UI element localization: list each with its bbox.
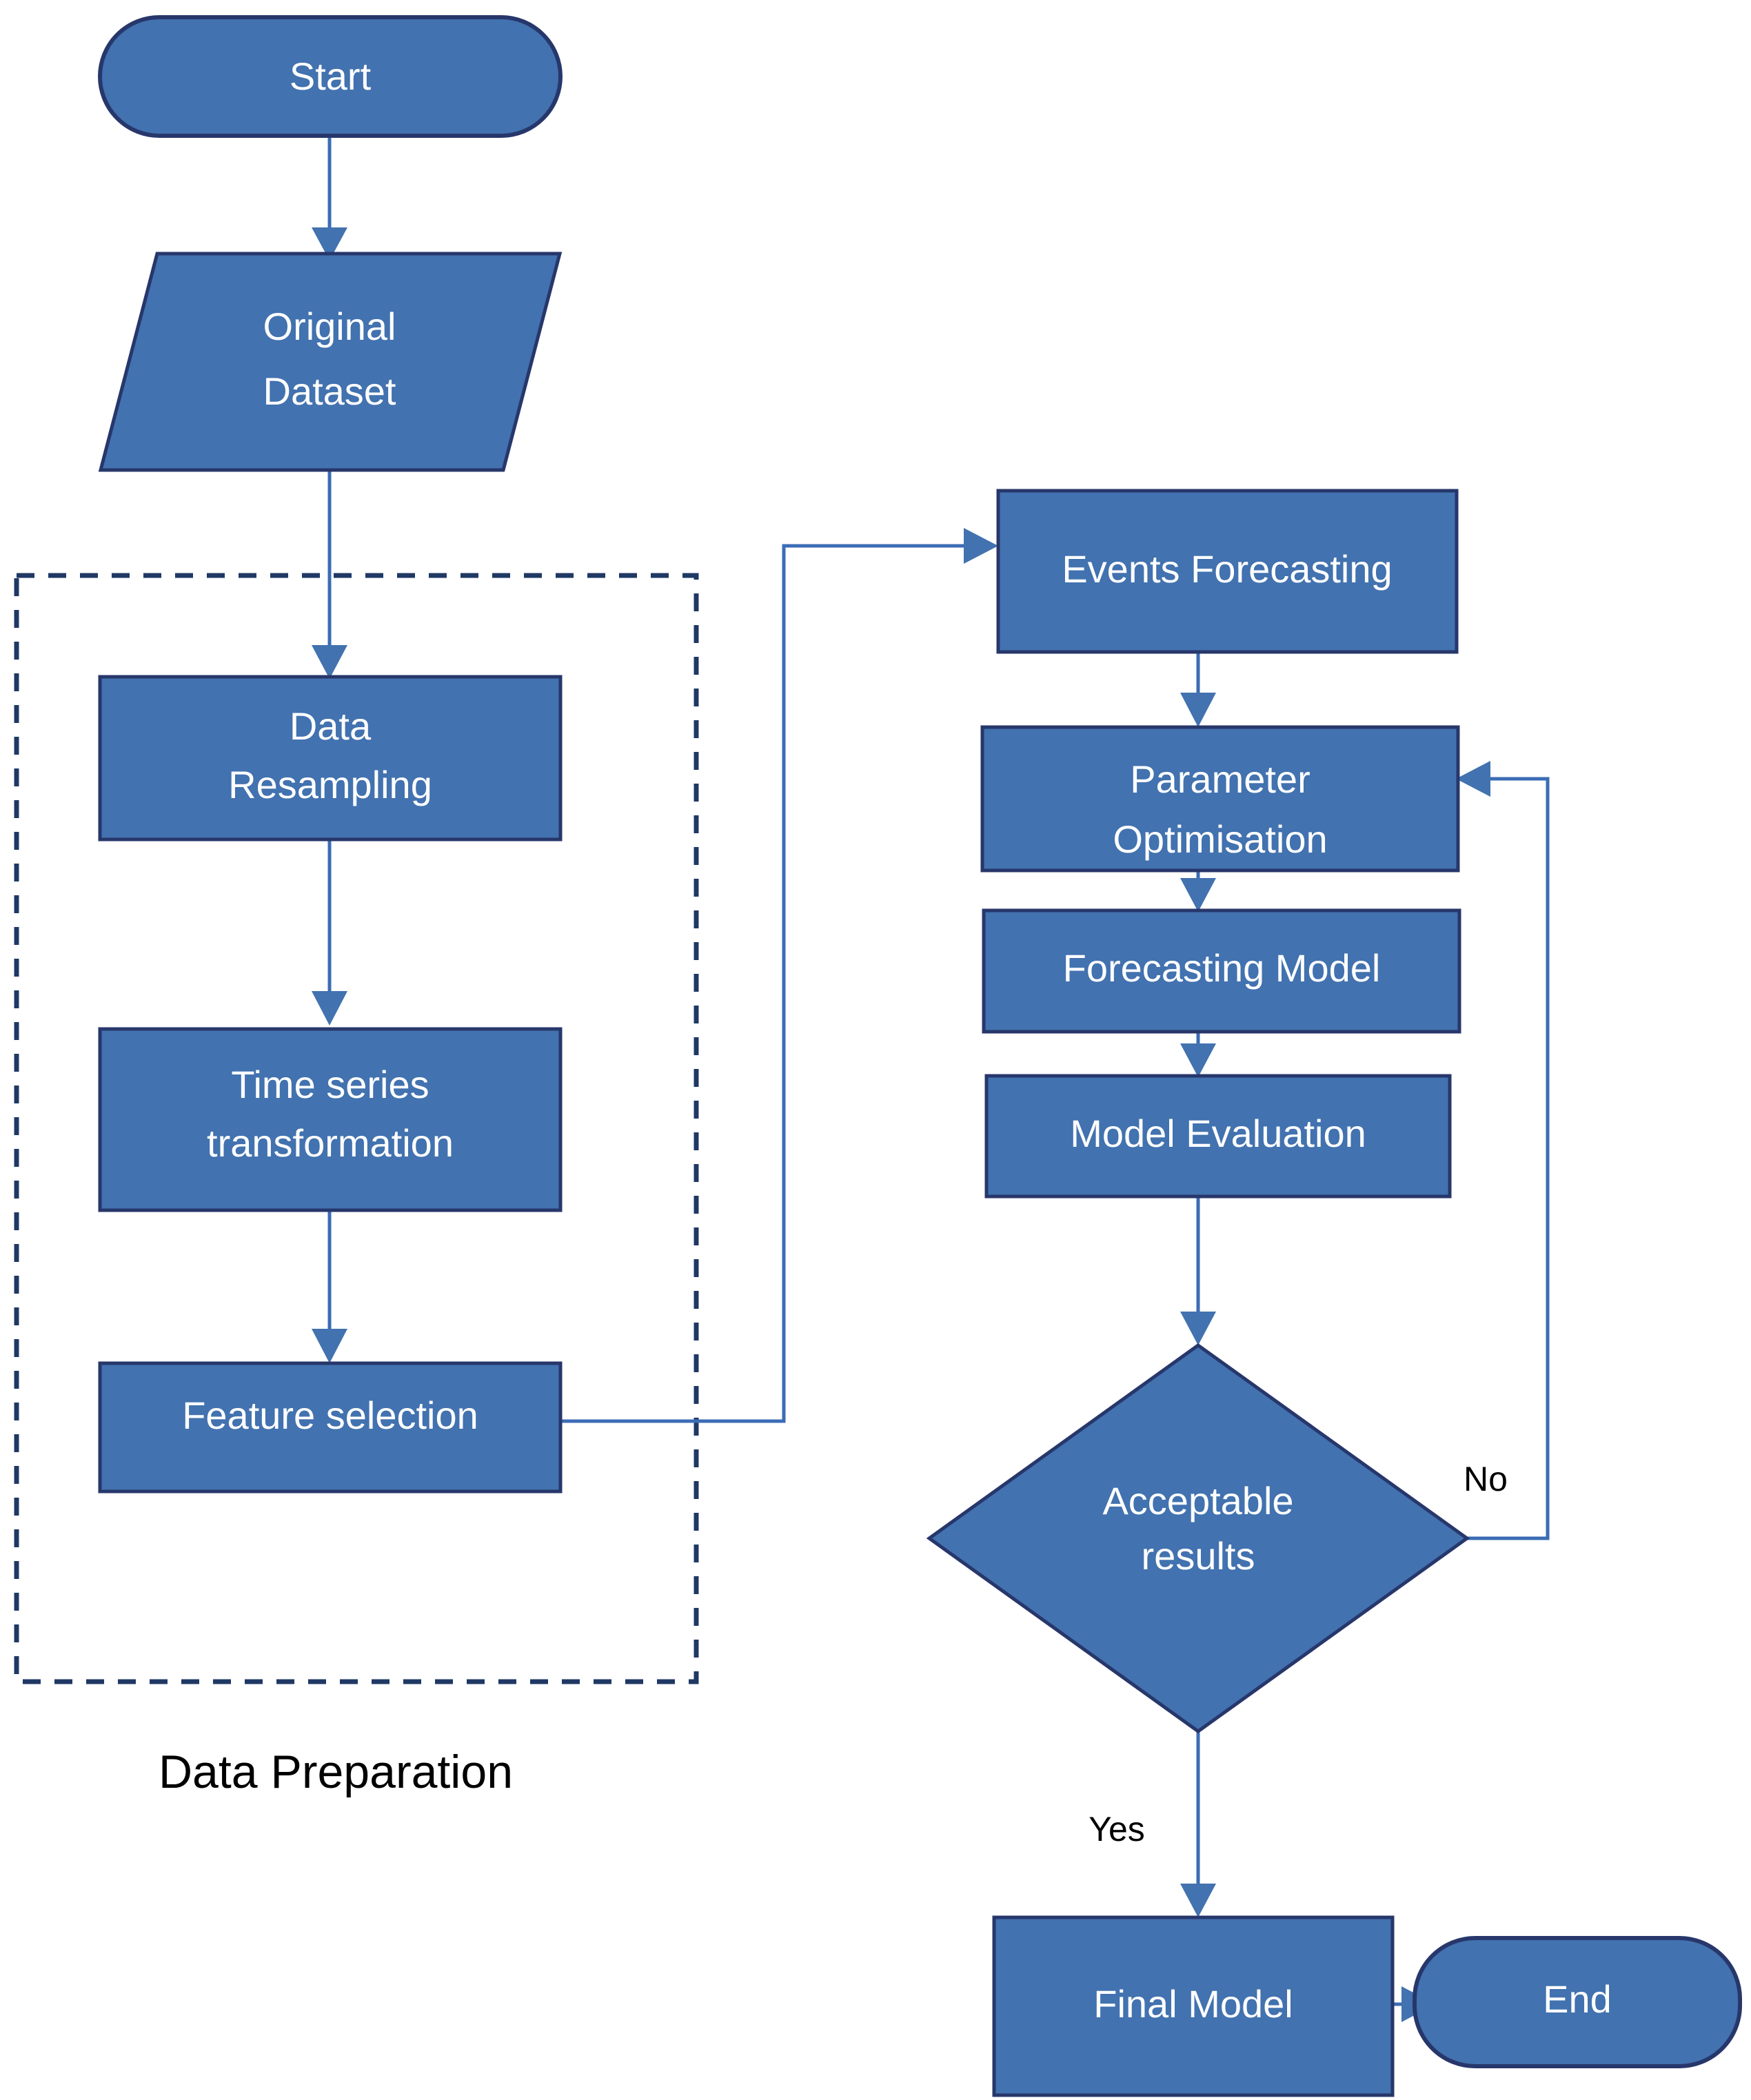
connector-original-dataset-to-data-resampling (312, 471, 347, 679)
acceptable-results-shape (926, 1343, 1470, 1734)
start-shape (98, 15, 563, 138)
node-end[interactable]: End (1413, 1936, 1742, 2068)
node-forecasting-model[interactable]: Forecasting Model (982, 908, 1461, 1034)
feature-selection-shape (98, 1361, 563, 1494)
acceptable-results-label-line1: Acceptable (1102, 1479, 1293, 1522)
node-parameter-optimisation[interactable]: Parameter Optimisation (980, 725, 1460, 873)
original-dataset-shape (98, 252, 563, 472)
connector-data-resampling-to-time-series-transformation (312, 839, 347, 1026)
node-events-forecasting[interactable]: Events Forecasting (996, 489, 1459, 654)
time-series-transformation-shape (98, 1027, 563, 1212)
edge-label-yes: Yes (1089, 1810, 1145, 1848)
feature-selection-label: Feature selection (182, 1394, 478, 1437)
data-resampling-shape (98, 675, 563, 842)
original-dataset-label-line1: Original (263, 305, 396, 348)
connector-yes-to-final-model (1180, 1731, 1216, 1917)
time-series-transformation-label-line1: Time series (231, 1063, 429, 1106)
data-preparation-group-box (14, 573, 699, 1684)
connector-start-to-original-dataset (312, 135, 347, 261)
node-data-resampling[interactable]: Data Resampling (98, 675, 563, 842)
forecasting-model-label: Forecasting Model (1063, 946, 1381, 990)
node-original-dataset[interactable]: Original Dataset (98, 252, 563, 472)
parameter-optimisation-shape (980, 725, 1460, 873)
parameter-optimisation-label-line2: Optimisation (1113, 817, 1327, 861)
data-preparation-group-label: Data Preparation (159, 1746, 513, 1798)
final-model-shape (992, 1915, 1395, 2097)
events-forecasting-shape (996, 489, 1459, 654)
connector-no-loop-to-parameter-optimisation (1456, 761, 1550, 1540)
end-shape (1413, 1936, 1742, 2068)
node-start[interactable]: Start (98, 15, 563, 138)
data-resampling-label-line2: Resampling (228, 763, 432, 806)
parameter-optimisation-label-line1: Parameter (1130, 757, 1310, 801)
start-label: Start (290, 54, 372, 98)
data-resampling-label-line1: Data (290, 704, 372, 748)
node-feature-selection[interactable]: Feature selection (98, 1361, 563, 1494)
original-dataset-label-line2: Dataset (263, 369, 396, 413)
connector-parameter-optimisation-to-forecasting-model (1180, 870, 1216, 912)
connector-forecasting-model-to-model-evaluation (1180, 1032, 1216, 1077)
end-label: End (1543, 1977, 1612, 2021)
events-forecasting-label: Events Forecasting (1062, 547, 1392, 591)
connector-events-forecasting-to-parameter-optimisation (1180, 652, 1216, 727)
final-model-label: Final Model (1093, 1982, 1293, 2026)
node-final-model[interactable]: Final Model (992, 1915, 1395, 2097)
connector-feature-selection-to-events-forecasting (560, 528, 998, 1423)
model-evaluation-shape (984, 1074, 1452, 1199)
connector-model-evaluation-to-acceptable-results (1180, 1196, 1216, 1345)
node-time-series-transformation[interactable]: Time series transformation (98, 1027, 563, 1212)
forecasting-model-shape (982, 908, 1461, 1034)
edge-label-no: No (1464, 1460, 1508, 1498)
node-model-evaluation[interactable]: Model Evaluation (984, 1074, 1452, 1199)
connector-time-series-transformation-to-feature-selection (312, 1210, 347, 1363)
model-evaluation-label: Model Evaluation (1070, 1112, 1366, 1155)
time-series-transformation-label-line2: transformation (207, 1121, 454, 1165)
acceptable-results-label-line2: results (1142, 1534, 1255, 1578)
node-acceptable-results[interactable]: Acceptable results (926, 1343, 1470, 1734)
